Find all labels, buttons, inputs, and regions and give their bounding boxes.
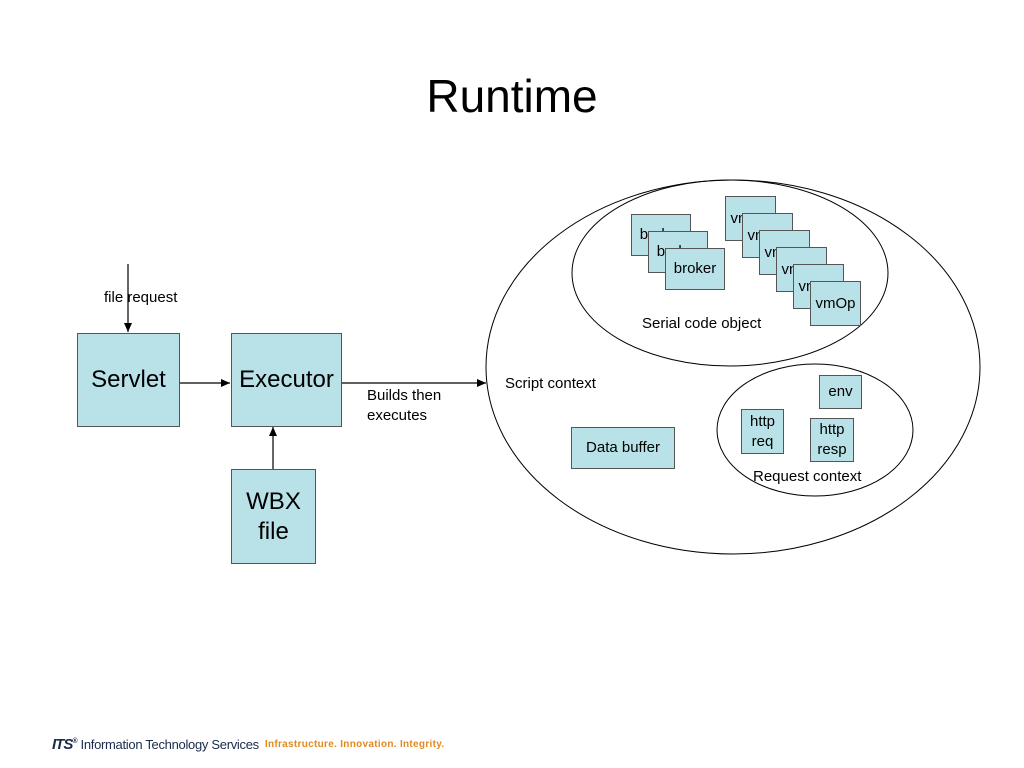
request-context-ellipse bbox=[716, 363, 914, 497]
script-context-label: Script context bbox=[505, 375, 596, 392]
footer: ITS® Information Technology Services Inf… bbox=[52, 734, 444, 754]
its-logo: ITS® bbox=[52, 735, 78, 753]
its-logo-text: ITS bbox=[52, 735, 73, 753]
file-request-label: file request bbox=[104, 289, 178, 306]
data-buffer-box: Data buffer bbox=[571, 427, 675, 469]
broker-box: broker bbox=[665, 248, 725, 290]
vmop-box: vmOp bbox=[810, 281, 861, 326]
env-box: env bbox=[819, 375, 862, 409]
tagline: Infrastructure. Innovation. Integrity. bbox=[264, 738, 445, 750]
http-resp-box: http resp bbox=[810, 418, 854, 462]
org-name: Information Technology Services bbox=[80, 736, 260, 752]
wbx-file-box: WBX file bbox=[231, 469, 316, 564]
servlet-box: Servlet bbox=[77, 333, 180, 427]
registered-mark: ® bbox=[72, 737, 77, 745]
serial-code-object-ellipse bbox=[571, 179, 889, 367]
http-req-box: http req bbox=[741, 409, 784, 454]
request-context-label: Request context bbox=[753, 468, 862, 485]
slide-title: Runtime bbox=[426, 70, 598, 122]
executor-box: Executor bbox=[231, 333, 342, 427]
builds-then-executes-label: Builds then executes bbox=[367, 387, 442, 424]
serial-code-object-label: Serial code object bbox=[642, 315, 762, 332]
